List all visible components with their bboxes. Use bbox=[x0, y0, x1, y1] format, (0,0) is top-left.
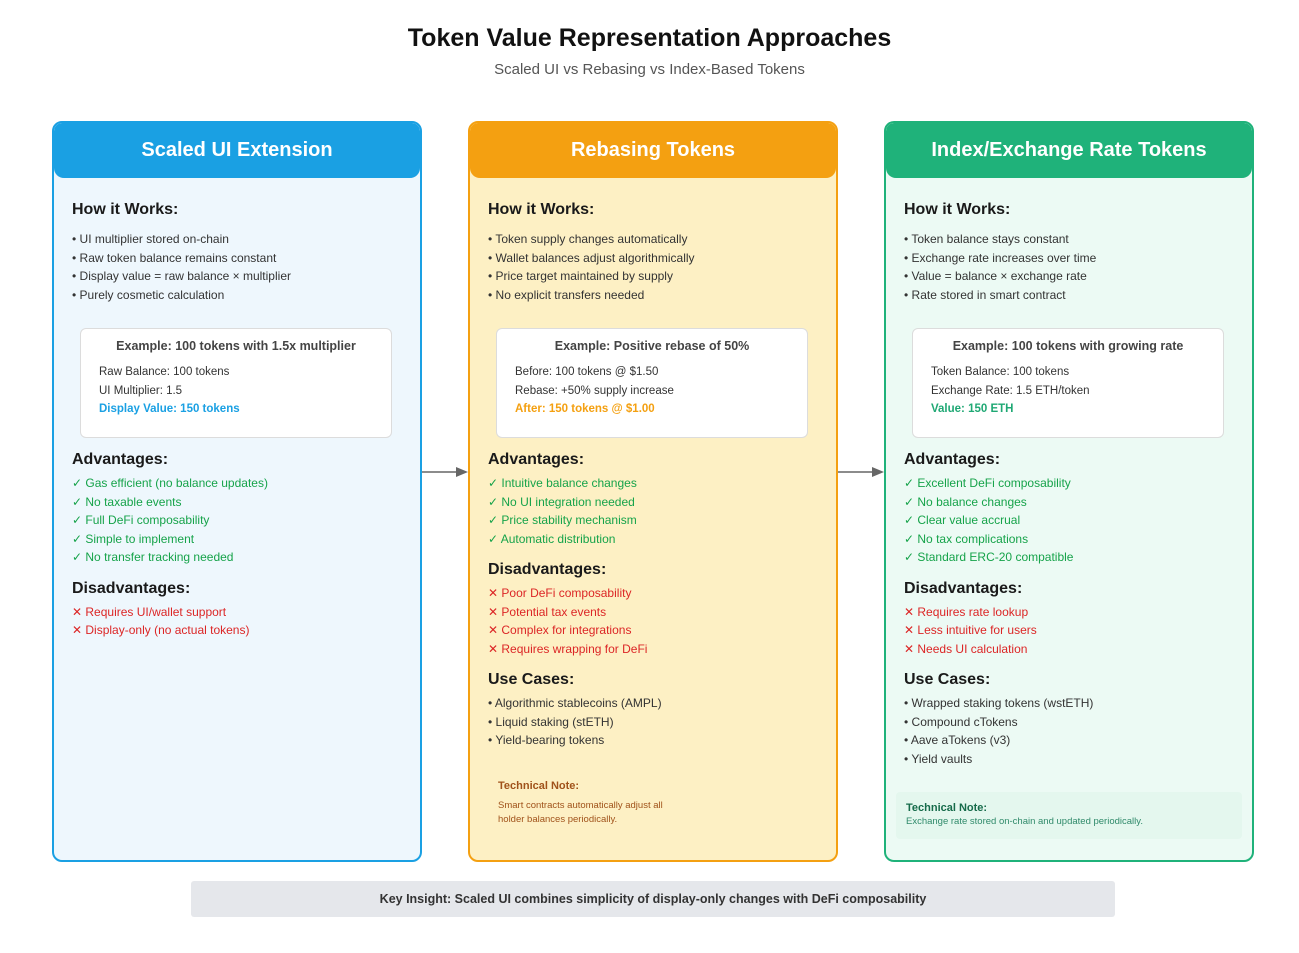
how-item: • Display value = raw balance × multipli… bbox=[72, 269, 291, 283]
advantage-item: ✓ Gas efficient (no balance updates) bbox=[72, 476, 268, 490]
advantage-item: ✓ Automatic distribution bbox=[488, 531, 616, 546]
key-insight-banner: Key Insight: Scaled UI combines simplici… bbox=[191, 881, 1115, 917]
advantage-item: ✓ Excellent DeFi composability bbox=[904, 476, 1071, 490]
card-header: Rebasing Tokens bbox=[470, 123, 836, 178]
disadvantage-item: ✕ Potential tax events bbox=[488, 604, 607, 619]
technical-note: Technical Note: Smart contracts automati… bbox=[488, 780, 818, 827]
how-item: • Value = balance × exchange rate bbox=[904, 269, 1087, 283]
arrow-right-icon bbox=[422, 467, 468, 477]
card-rebasing: Rebasing Tokens How it Works: • Token sup… bbox=[468, 121, 838, 862]
use-case-item: • Yield vaults bbox=[904, 751, 973, 766]
advantages-section: Advantages: ✓ Excellent DeFi composabilit… bbox=[904, 449, 1234, 567]
page-subtitle: Scaled UI vs Rebasing vs Index-Based Tok… bbox=[494, 61, 805, 78]
advantage-item: ✓ Full DeFi composability bbox=[72, 513, 210, 527]
advantage-item: ✓ Price stability mechanism bbox=[488, 513, 637, 527]
how-item: • Price target maintained by supply bbox=[488, 269, 673, 283]
how-item: • Token supply changes automatically bbox=[488, 232, 688, 246]
how-it-works-section: How it Works: • Token supply changes auto… bbox=[488, 199, 818, 304]
section-heading: Disadvantages: bbox=[488, 561, 607, 578]
advantage-item: ✓ No taxable events bbox=[72, 494, 182, 509]
disadvantage-item: ✕ Needs UI calculation bbox=[904, 641, 1028, 656]
how-it-works-section: How it Works: • UI multiplier stored on-c… bbox=[72, 199, 402, 304]
example-box: Example: 100 tokens with 1.5x multiplier… bbox=[80, 328, 392, 438]
example-result: After: 150 tokens @ $1.00 bbox=[515, 403, 655, 415]
technical-note-title: Technical Note: bbox=[498, 779, 580, 792]
example-box: Example: 100 tokens with growing rate To… bbox=[912, 328, 1224, 438]
disadvantage-item: ✕ Poor DeFi composability bbox=[488, 586, 632, 600]
disadvantages-section: Disadvantages: ✕ Poor DeFi composability ✕… bbox=[488, 559, 818, 658]
advantage-item: ✓ No UI integration needed bbox=[488, 494, 635, 509]
example-line: Exchange Rate: 1.5 ETH/token bbox=[931, 384, 1090, 397]
advantage-item: ✓ Intuitive balance changes bbox=[488, 476, 637, 490]
disadvantage-item: ✕ Requires wrapping for DeFi bbox=[488, 641, 648, 656]
how-it-works-section: How it Works: • Token balance stays const… bbox=[904, 199, 1234, 304]
use-cases-section: Use Cases: • Wrapped staking tokens (wstE… bbox=[904, 669, 1234, 768]
advantages-section: Advantages: ✓ Gas efficient (no balance u… bbox=[72, 449, 402, 567]
technical-note-body: Smart contracts automatically adjust all… bbox=[498, 799, 663, 825]
use-case-item: • Compound cTokens bbox=[904, 714, 1018, 729]
advantage-item: ✓ No balance changes bbox=[904, 494, 1027, 509]
example-line: UI Multiplier: 1.5 bbox=[99, 384, 183, 397]
disadvantage-item: ✕ Complex for integrations bbox=[488, 623, 632, 637]
arrow-right-icon bbox=[838, 467, 884, 477]
how-item: • UI multiplier stored on-chain bbox=[72, 232, 229, 246]
use-case-item: • Yield-bearing tokens bbox=[488, 733, 605, 747]
how-item: • Wallet balances adjust algorithmically bbox=[488, 250, 695, 265]
use-case-item: • Wrapped staking tokens (wstETH) bbox=[904, 696, 1094, 710]
advantage-item: ✓ Simple to implement bbox=[72, 531, 195, 546]
disadvantage-item: ✕ Requires UI/wallet support bbox=[72, 604, 227, 619]
use-case-item: • Aave aTokens (v3) bbox=[904, 733, 1011, 747]
section-heading: Advantages: bbox=[904, 451, 1001, 468]
section-heading: How it Works: bbox=[904, 201, 1011, 218]
how-item: • Raw token balance remains constant bbox=[72, 250, 277, 265]
technical-note-title: Technical Note: bbox=[906, 802, 988, 814]
disadvantage-item: ✕ Less intuitive for users bbox=[904, 623, 1037, 637]
advantage-item: ✓ No tax complications bbox=[904, 531, 1029, 546]
how-item: • Rate stored in smart contract bbox=[904, 287, 1066, 302]
section-heading: Disadvantages: bbox=[72, 579, 191, 597]
example-line: Rebase: +50% supply increase bbox=[515, 384, 674, 397]
card-scaled-ui: Scaled UI Extension How it Works: • UI mu… bbox=[52, 121, 422, 862]
how-item: • No explicit transfers needed bbox=[488, 287, 645, 302]
technical-note-body: Exchange rate stored on-chain and update… bbox=[906, 816, 1143, 827]
advantage-item: ✓ No transfer tracking needed bbox=[72, 550, 234, 564]
example-line: Raw Balance: 100 tokens bbox=[99, 366, 230, 378]
section-heading: Disadvantages: bbox=[904, 579, 1023, 597]
how-item: • Exchange rate increases over time bbox=[904, 250, 1097, 265]
disadvantage-item: ✕ Requires rate lookup bbox=[904, 604, 1029, 619]
how-item: • Purely cosmetic calculation bbox=[72, 287, 225, 302]
section-heading: How it Works: bbox=[488, 201, 595, 218]
card-index-rate: Index/Exchange Rate Tokens How it Works:… bbox=[884, 121, 1254, 862]
advantage-item: ✓ Clear value accrual bbox=[904, 513, 1021, 527]
technical-note: Technical Note: Exchange rate stored on-… bbox=[896, 792, 1242, 839]
disadvantages-section: Disadvantages: ✕ Requires UI/wallet suppo… bbox=[72, 578, 402, 640]
example-box: Example: Positive rebase of 50% Before: … bbox=[496, 328, 808, 438]
how-item: • Token balance stays constant bbox=[904, 232, 1069, 246]
advantages-section: Advantages: ✓ Intuitive balance changes ✓ … bbox=[488, 449, 818, 548]
example-line: Before: 100 tokens @ $1.50 bbox=[515, 366, 659, 378]
example-title: Example: 100 tokens with growing rate bbox=[952, 339, 1184, 353]
disadvantages-section: Disadvantages: ✕ Requires rate lookup ✕ Le… bbox=[904, 578, 1234, 659]
use-case-item: • Liquid staking (stETH) bbox=[488, 714, 614, 729]
use-case-item: • Algorithmic stablecoins (AMPL) bbox=[488, 696, 662, 710]
section-heading: Use Cases: bbox=[488, 671, 575, 688]
example-title: Example: Positive rebase of 50% bbox=[554, 339, 750, 353]
disadvantage-item: ✕ Display-only (no actual tokens) bbox=[72, 623, 250, 637]
section-heading: Advantages: bbox=[488, 451, 585, 468]
section-heading: Use Cases: bbox=[904, 671, 991, 688]
section-heading: Advantages: bbox=[72, 451, 169, 468]
card-header: Scaled UI Extension bbox=[54, 123, 420, 178]
example-title: Example: 100 tokens with 1.5x multiplier bbox=[116, 339, 356, 353]
example-result: Display Value: 150 tokens bbox=[99, 403, 240, 415]
use-cases-section: Use Cases: • Algorithmic stablecoins (AMP… bbox=[488, 669, 818, 750]
example-result: Value: 150 ETH bbox=[931, 403, 1014, 415]
section-heading: How it Works: bbox=[72, 201, 179, 218]
page-title: Token Value Representation Approaches bbox=[407, 24, 892, 52]
advantage-item: ✓ Standard ERC-20 compatible bbox=[904, 550, 1074, 564]
card-header: Index/Exchange Rate Tokens bbox=[886, 123, 1252, 178]
example-line: Token Balance: 100 tokens bbox=[931, 366, 1070, 378]
